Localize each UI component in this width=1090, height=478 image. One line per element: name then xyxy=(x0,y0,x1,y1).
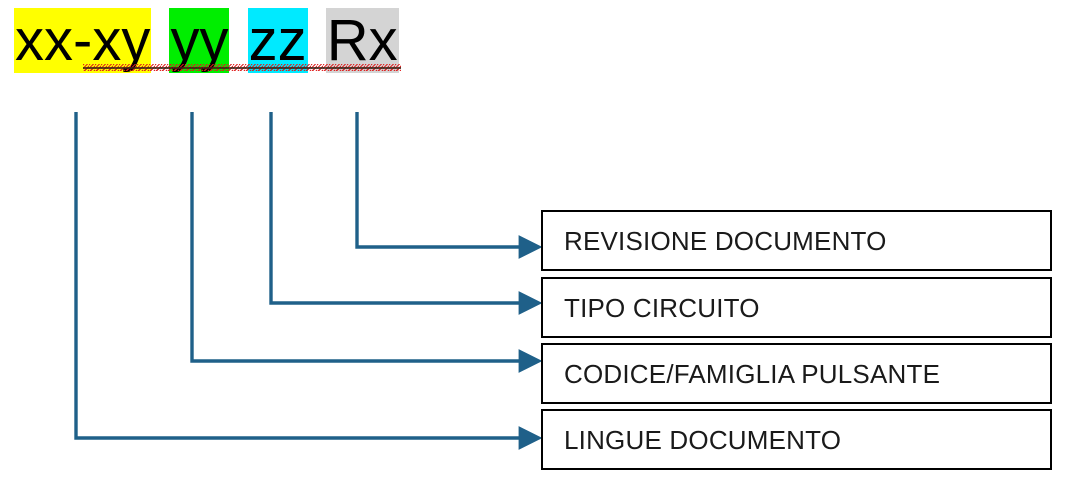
callout-label: REVISIONE DOCUMENTO xyxy=(564,225,887,256)
callout-box-codice-famiglia-pulsante: CODICE/FAMIGLIA PULSANTE xyxy=(541,343,1052,404)
callout-box-revisione-documento: REVISIONE DOCUMENTO xyxy=(541,210,1052,271)
callout-label: LINGUE DOCUMENTO xyxy=(564,424,842,455)
connector-zz-to-tipo-circuito xyxy=(269,112,543,315)
code-segment-zz: zz xyxy=(247,8,308,73)
code-segment-rx: Rx xyxy=(325,8,399,73)
callout-label: CODICE/FAMIGLIA PULSANTE xyxy=(564,358,941,389)
callout-label: TIPO CIRCUITO xyxy=(564,292,760,323)
code-segment-yy: yy xyxy=(169,8,230,73)
spellcheck-underline xyxy=(83,64,401,71)
code-segment-xx-xy: xx-xy xyxy=(14,8,152,73)
connector-rx-to-revisione xyxy=(355,112,543,259)
callout-box-tipo-circuito: TIPO CIRCUITO xyxy=(541,277,1052,338)
connector-xxxy-to-lingue xyxy=(74,112,543,450)
callout-box-lingue-documento: LINGUE DOCUMENTO xyxy=(541,409,1052,470)
code-string: xx-xy yy zz Rx xyxy=(14,8,399,74)
connector-yy-to-codice-famiglia xyxy=(190,112,543,373)
